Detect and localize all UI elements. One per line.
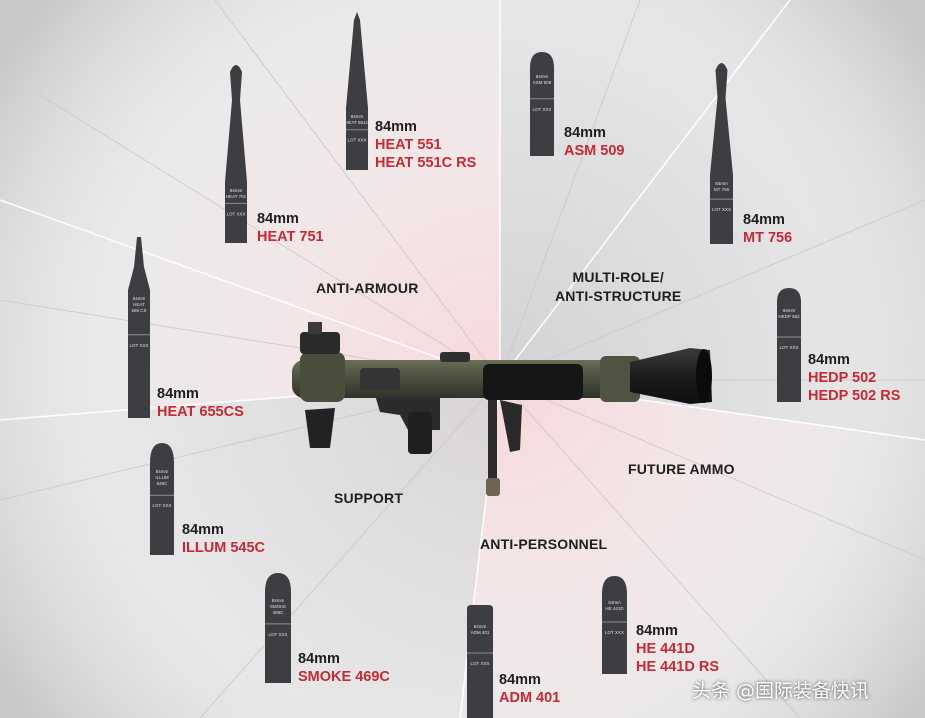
round-body <box>467 605 493 718</box>
label-heat551: 84mm HEAT 551 HEAT 551C RS <box>375 118 476 172</box>
round-stencil-text: 84mm <box>783 308 796 313</box>
round-stencil-text: HEAT <box>133 302 145 307</box>
category-multi-role-line2: ANTI-STRUCTURE <box>555 288 682 304</box>
ammo-name: HEAT 655CS <box>157 404 244 420</box>
round-stencil-text: 84mm <box>351 114 364 119</box>
round-stencil-text: LOT XXX <box>471 661 490 666</box>
round-stencil-text: 84mm <box>272 598 285 603</box>
ammo-name: ASM 509 <box>564 143 625 159</box>
ammo-name: HE 441D RS <box>636 659 720 675</box>
caliber-text: 84mm <box>564 125 606 141</box>
label-heat655: 84mm HEAT 655CS <box>157 385 244 421</box>
ammo-name: HEAT 551 <box>375 137 442 153</box>
round-stencil-text: LOT XXX <box>348 138 367 143</box>
round-stencil-text: LOT XXX <box>605 630 624 635</box>
round-stencil-text: LOT XXX <box>780 345 799 350</box>
ammo-name: MT 756 <box>743 230 793 246</box>
round-stencil-text: LOT XXX <box>227 211 246 216</box>
round-stencil-text: LOT XXX <box>130 343 149 348</box>
label-mt756: 84mm MT 756 <box>743 211 792 247</box>
round-stencil-text: MT 756 <box>714 187 730 192</box>
category-anti-armour: ANTI-ARMOUR <box>316 280 419 296</box>
round-stencil-text: 655 CS <box>131 308 146 313</box>
round-stencil-text: 469C <box>273 610 285 615</box>
round-body <box>265 573 291 683</box>
round-stencil-text: HE 441D <box>605 606 624 611</box>
ammo-name: HEDP 502 <box>808 370 877 386</box>
caliber-text: 84mm <box>182 522 224 538</box>
round-stencil-text: LOT XXX <box>712 207 731 212</box>
caliber-text: 84mm <box>743 212 785 228</box>
label-smoke469: 84mm SMOKE 469C <box>298 650 390 686</box>
label-asm509: 84mm ASM 509 <box>564 124 624 160</box>
ammo-name: HEDP 502 RS <box>808 388 901 404</box>
round-body <box>777 288 801 402</box>
caliber-text: 84mm <box>808 352 850 368</box>
round-stencil-text: ADM 401 <box>471 630 490 635</box>
ammo-name: ADM 401 <box>499 690 561 706</box>
round-stencil-text: LOT XXX <box>269 632 288 637</box>
round-stencil-text: 84mm <box>156 469 169 474</box>
ammo-name: HE 441D <box>636 641 695 657</box>
round-stencil-text: LOT XXX <box>533 107 552 112</box>
label-hedp502: 84mm HEDP 502 HEDP 502 RS <box>808 351 900 405</box>
round-stencil-text: HEDP 502 <box>778 314 800 319</box>
round-stencil-text: 84mm <box>230 188 243 193</box>
watermark: 头条 @国际装备快讯 <box>692 680 870 702</box>
label-illum545: 84mm ILLUM 545C <box>182 521 265 557</box>
caliber-text: 84mm <box>375 119 417 135</box>
round-body <box>530 52 554 156</box>
round-stencil-text: 84mm <box>133 296 146 301</box>
round-stencil-text: HEAT 751 <box>226 194 247 199</box>
round-stencil-text: LOT XXX <box>153 503 172 508</box>
caliber-text: 84mm <box>257 211 299 227</box>
round-stencil-text: 84mm <box>474 624 487 629</box>
round-body <box>225 65 247 243</box>
ammo-name: ILLUM 545C <box>182 540 265 556</box>
caliber-text: 84mm <box>298 651 340 667</box>
label-adm401: 84mm ADM 401 <box>499 671 560 707</box>
label-heat751: 84mm HEAT 751 <box>257 210 324 246</box>
round-stencil-text: HEAT 551C <box>345 120 369 125</box>
caliber-text: 84mm <box>499 672 541 688</box>
category-anti-personnel: ANTI-PERSONNEL <box>480 536 608 552</box>
round-body <box>128 237 150 418</box>
ammo-name: SMOKE 469C <box>298 669 390 685</box>
round-stencil-text: ILLUM <box>155 475 169 480</box>
round-stencil-text: 84mm <box>608 600 621 605</box>
category-multi-role-line1: MULTI-ROLE/ <box>572 269 664 285</box>
ammo-name: HEAT 751 <box>257 229 324 245</box>
round-body <box>150 443 174 555</box>
round-body <box>602 576 627 674</box>
category-support: SUPPORT <box>334 490 404 506</box>
round-stencil-text: 84mm <box>715 181 728 186</box>
round-body <box>346 12 368 170</box>
ammo-name: HEAT 551C RS <box>375 155 477 171</box>
round-stencil-text: ASM 509 <box>533 80 552 85</box>
round-stencil-text: 84mm <box>536 74 549 79</box>
round-stencil-text: 545C <box>157 481 169 486</box>
caliber-text: 84mm <box>157 386 199 402</box>
label-he441: 84mm HE 441D HE 441D RS <box>636 622 719 676</box>
category-future-ammo: FUTURE AMMO <box>628 461 735 477</box>
round-stencil-text: SMOKE <box>270 604 286 609</box>
caliber-text: 84mm <box>636 623 678 639</box>
category-multi-role: MULTI-ROLE/ ANTI-STRUCTURE <box>555 268 681 306</box>
